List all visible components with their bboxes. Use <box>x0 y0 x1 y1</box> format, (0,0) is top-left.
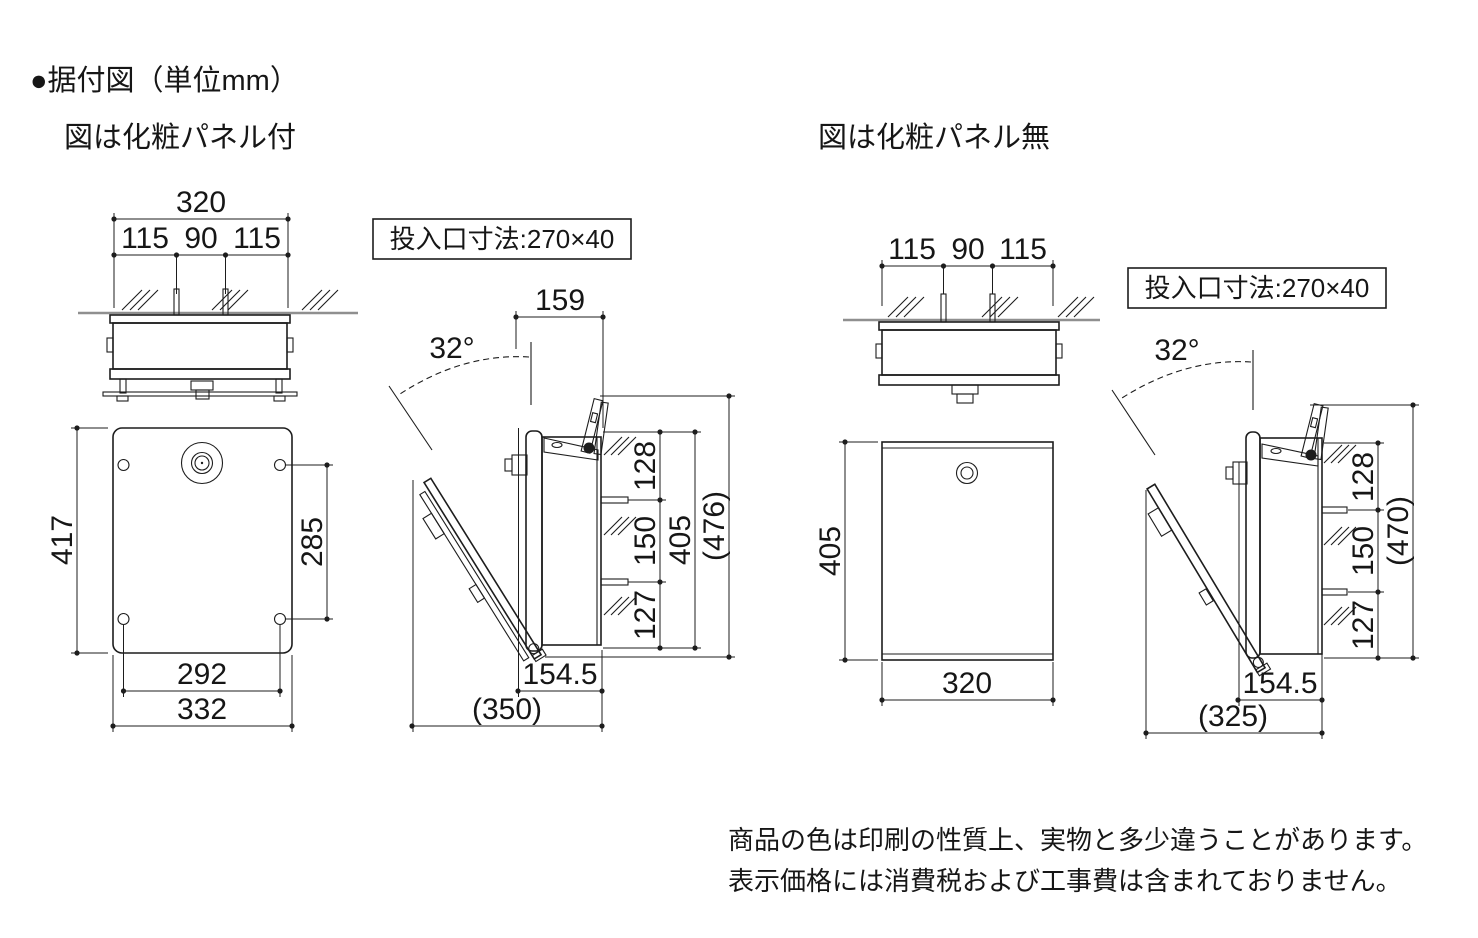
wall-hatching <box>603 436 637 616</box>
page-title: ●据付図（単位mm） <box>30 64 299 97</box>
anchor-pin <box>940 293 947 323</box>
dim-height: 405 <box>814 526 847 576</box>
door-extension-line <box>388 385 433 451</box>
embedded-body <box>504 430 637 652</box>
dim-base-depth: 154.5 <box>522 658 597 691</box>
angle-arc <box>399 356 530 395</box>
dim-inner-width: 292 <box>177 658 227 691</box>
open-door <box>1145 483 1272 677</box>
dim-width-a: 115 <box>121 222 169 255</box>
dim-seg3: 127 <box>1347 600 1380 650</box>
mailbox-body-top <box>875 321 1063 404</box>
dim-total-width: 320 <box>176 186 226 219</box>
dim-seg2: 150 <box>1347 526 1380 576</box>
dim-open-depth: (325) <box>1198 700 1268 733</box>
dim-open-angle: 32° <box>1154 334 1199 367</box>
screw-hole <box>273 458 287 472</box>
wall-hatching <box>887 296 1095 318</box>
right-front-view: 405 320 <box>814 439 1056 706</box>
right-side-view: 投入口寸法:270×40 32° <box>1111 267 1419 739</box>
dim-outer-width: 332 <box>177 693 227 726</box>
lock-cylinder <box>180 441 224 485</box>
dim-width: 320 <box>942 667 992 700</box>
disclaimer-line-1: 商品の色は印刷の性質上、実物と多少違うことがあります。 <box>728 825 1427 855</box>
dim-total-height: (470) <box>1382 496 1415 566</box>
screw-hole <box>117 612 130 626</box>
dim-hole-span: 285 <box>296 517 329 567</box>
slot-size-label: 投入口寸法:270×40 <box>390 224 615 254</box>
wall-hatching <box>121 289 339 311</box>
dim-width-b: 90 <box>184 222 217 255</box>
wall-hatching <box>1323 444 1357 626</box>
latch-clip <box>580 397 609 456</box>
open-door <box>419 477 547 663</box>
dim-seg3: 127 <box>629 590 662 640</box>
left-top-view: 320 115 90 115 <box>78 186 358 402</box>
door-extension-line <box>1111 389 1156 456</box>
dim-height: 417 <box>46 515 79 565</box>
dim-seg2: 150 <box>629 516 662 566</box>
dim-width-b: 90 <box>951 233 984 266</box>
right-figure: 115 90 115 <box>814 233 1419 739</box>
latch-clip <box>1300 402 1329 461</box>
slot-size-label: 投入口寸法:270×40 <box>1145 273 1370 303</box>
dim-total-height: (476) <box>698 491 731 561</box>
right-figure-caption: 図は化粧パネル無 <box>818 121 1050 154</box>
dim-open-angle: 32° <box>429 332 474 365</box>
dim-open-depth: (350) <box>472 693 542 726</box>
dim-width-c: 115 <box>999 233 1047 266</box>
dim-seg1: 128 <box>1347 452 1380 502</box>
screw-hole <box>273 612 287 626</box>
left-side-view: 投入口寸法:270×40 159 32° <box>372 218 735 732</box>
dim-seg1: 128 <box>629 441 662 491</box>
panel-face <box>112 427 293 654</box>
dim-base-depth: 154.5 <box>1242 667 1317 700</box>
disclaimer-line-2: 表示価格には消費税および工事費は含まれておりません。 <box>728 866 1402 896</box>
left-figure: 320 115 90 115 <box>46 186 735 732</box>
left-front-view: 417 285 292 332 <box>46 425 333 732</box>
slot-size-box <box>372 218 632 260</box>
mailbox-body-top <box>102 314 298 402</box>
embedded-body <box>1225 431 1357 659</box>
angle-arc <box>1121 361 1252 399</box>
slot-size-box <box>1127 267 1387 309</box>
dim-depth: 159 <box>535 284 585 317</box>
dim-width-c: 115 <box>233 222 281 255</box>
left-figure-caption: 図は化粧パネル付 <box>64 121 296 154</box>
screw-hole <box>117 458 130 472</box>
dim-width-a: 115 <box>888 233 936 266</box>
lock-cylinder <box>955 461 979 485</box>
box-face <box>881 441 1054 661</box>
dim-body-height: 405 <box>664 515 697 565</box>
right-top-view: 115 90 115 <box>843 233 1100 404</box>
